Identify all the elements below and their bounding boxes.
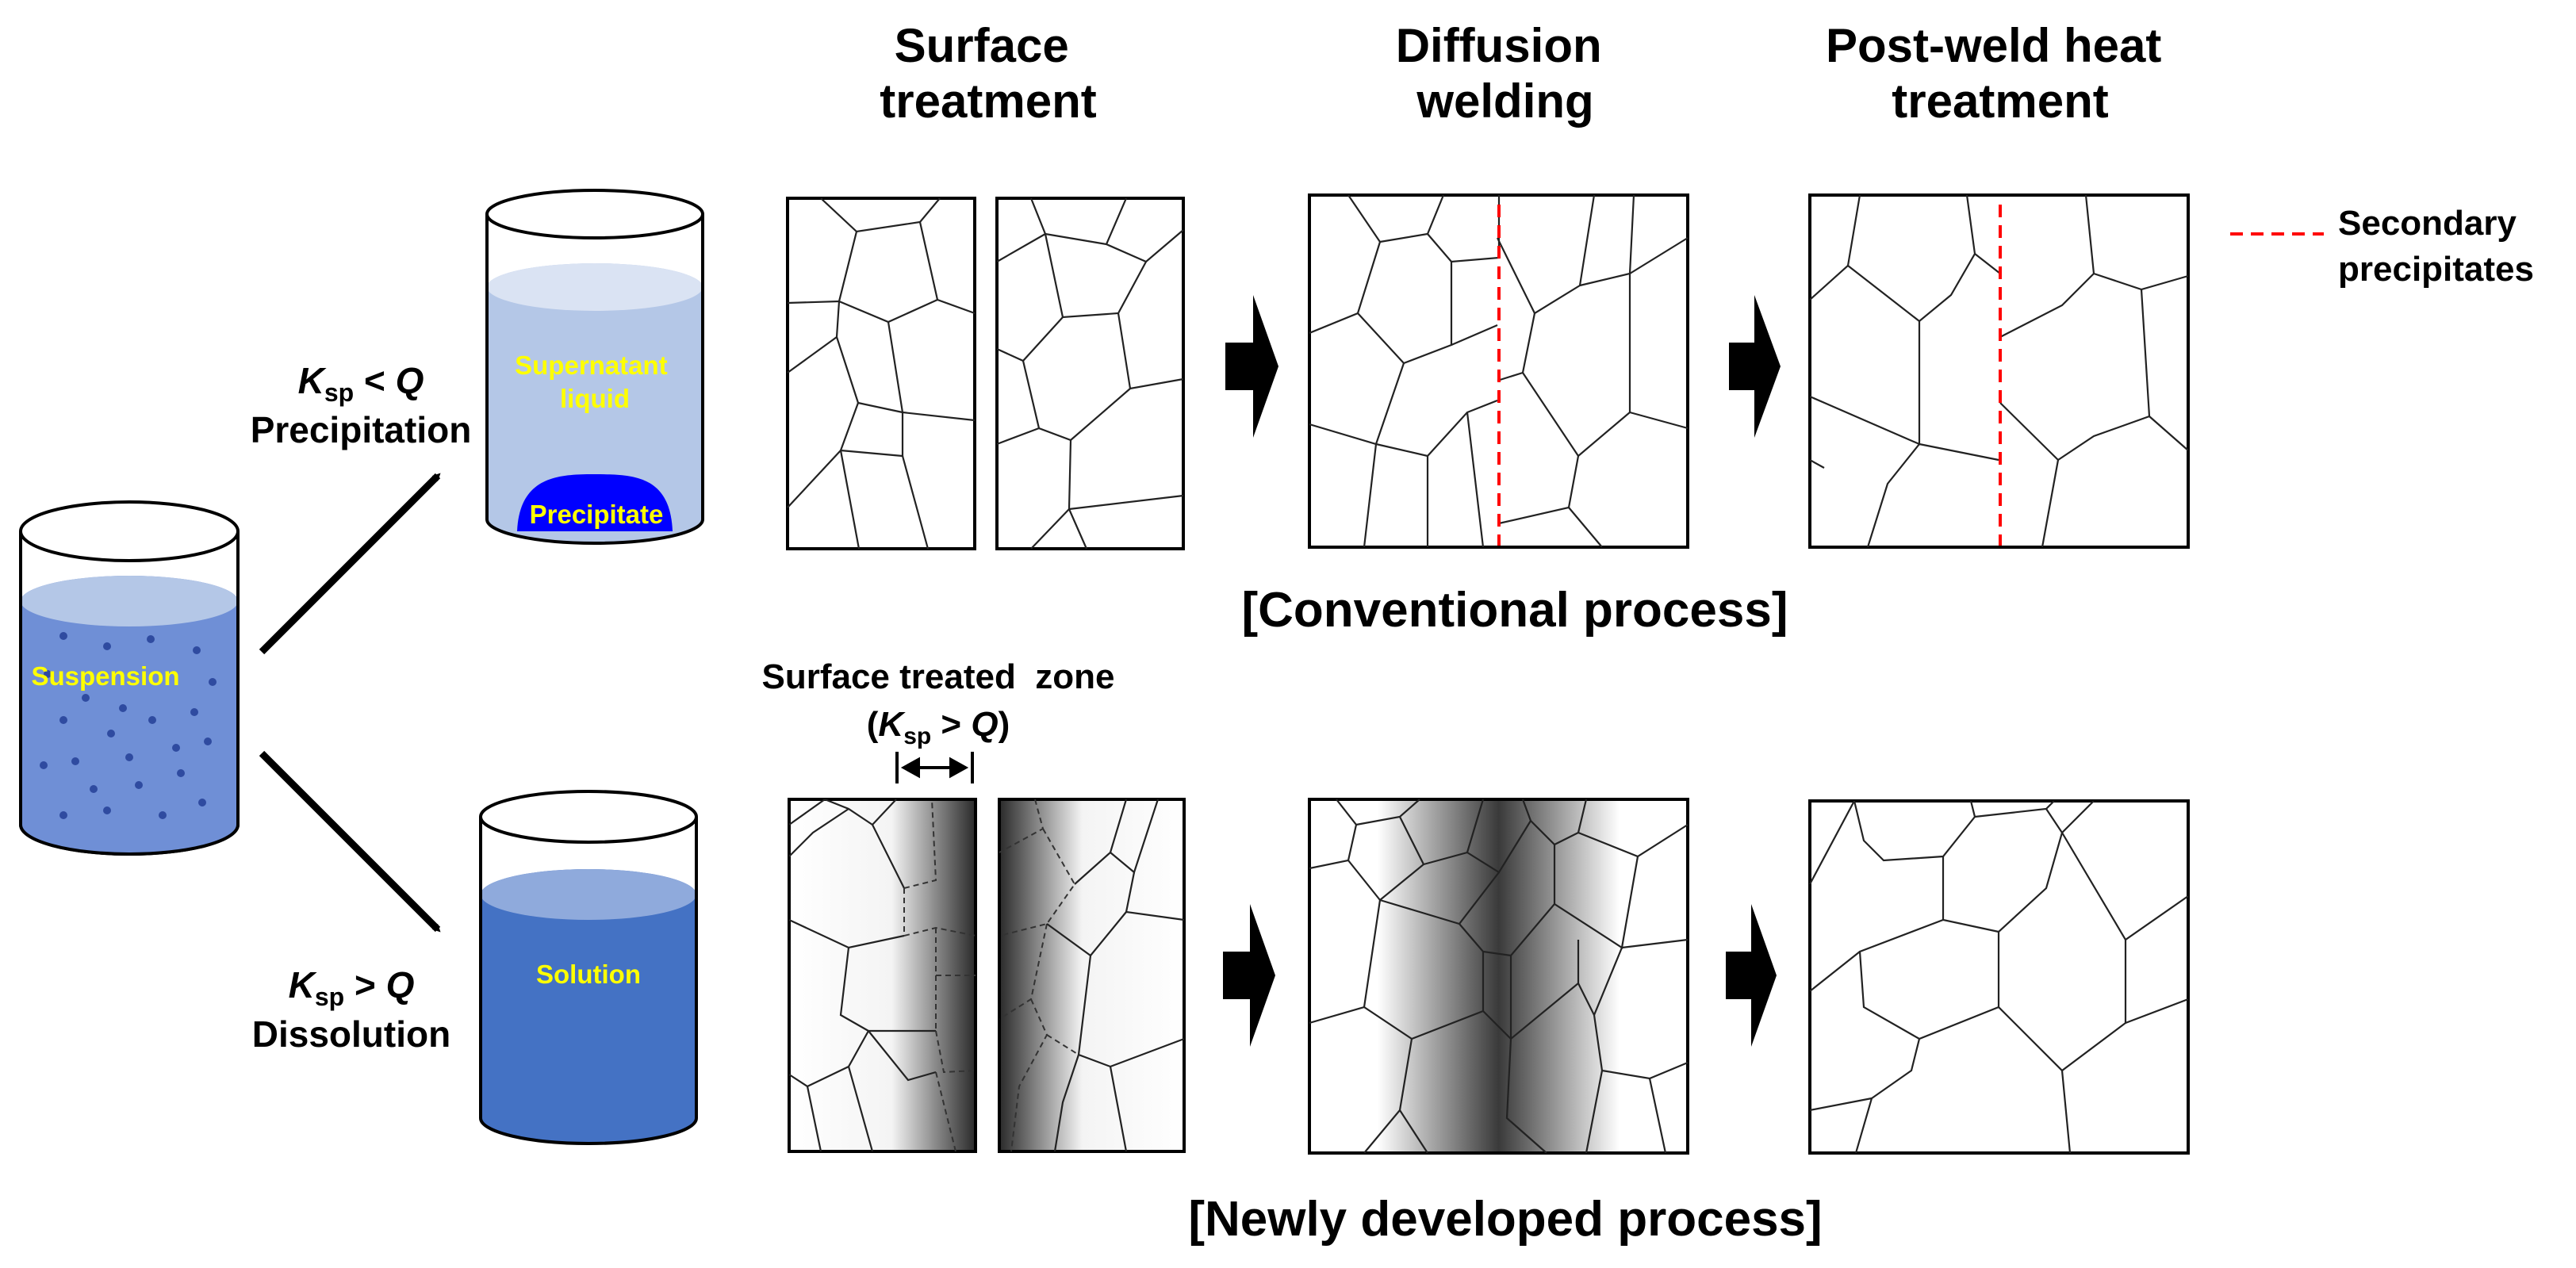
grain-boundaries (1809, 194, 2189, 548)
conventional-welding-panel (1308, 193, 1689, 549)
legend-label-line2: precipitates (2338, 250, 2534, 289)
precipitation-beaker: Supernatant liquid Precipitate (485, 189, 704, 545)
header-post-weld-heat-treatment: Post-weld heat treatment (1826, 19, 2175, 128)
arrow-to-precipitation (259, 473, 441, 655)
svg-text:Ksp > Q: Ksp > Q (289, 964, 415, 1011)
grain-boundaries-in-zone (999, 799, 1079, 1152)
supernatant-label: Supernatant liquid (515, 351, 675, 413)
conventional-pwht-panel (1808, 193, 2190, 549)
caption-newly-developed-process: [Newly developed process] (1188, 1192, 1822, 1247)
zone-width-indicator (895, 752, 974, 783)
grain-boundaries (1309, 799, 1689, 1154)
new-arrow-2 (1726, 904, 1777, 1047)
new-surface-right-panel (998, 798, 1186, 1153)
surface-zone-condition: (Ksp > Q) (867, 705, 1010, 749)
suspended-particles (40, 632, 217, 819)
new-surface-left-panel (788, 798, 977, 1153)
grain-boundaries (1046, 799, 1185, 1152)
new-pwht-panel (1808, 799, 2190, 1155)
caption-conventional-process: [Conventional process] (1242, 583, 1788, 638)
precipitation-label: Precipitation (251, 409, 472, 450)
precipitate-mound (517, 474, 673, 531)
grain-boundaries (787, 197, 976, 550)
grain-boundaries (1809, 800, 2189, 1154)
solution-label: Solution (536, 960, 641, 989)
suspension-label: Suspension (31, 661, 179, 691)
new-arrow-1 (1223, 904, 1275, 1047)
header-surface-treatment: Surface treatment (880, 19, 1096, 128)
surface-treated-zone-annotation: Surface treated zone (Ksp > Q) (761, 657, 1115, 783)
grain-boundaries (996, 197, 1184, 550)
legend-secondary-precipitates: Secondary precipitates (2230, 204, 2534, 289)
legend-label-line1: Secondary (2338, 204, 2517, 243)
condition-precipitation: Ksp < Q Precipitation (251, 360, 472, 450)
new-welding-panel (1308, 798, 1689, 1155)
svg-text:Secondary precipitates: Secondary precipitates (2338, 204, 2534, 289)
precipitate-label: Precipitate (530, 500, 664, 529)
dissolution-label: Dissolution (252, 1013, 450, 1055)
conventional-surface-left-panel (786, 197, 976, 550)
conventional-arrow-2 (1729, 295, 1781, 438)
solution-beaker: Solution (479, 790, 698, 1145)
condition-dissolution: Ksp > Q Dissolution (252, 964, 450, 1055)
suspension-beaker: Suspension (19, 500, 240, 856)
svg-text:Ksp < Q: Ksp < Q (298, 360, 424, 407)
conventional-surface-right-panel (995, 197, 1185, 550)
grain-boundaries (788, 798, 937, 1152)
conventional-arrow-1 (1225, 295, 1278, 438)
surface-treated-zone-label: Surface treated zone (761, 657, 1114, 696)
grain-boundaries (1309, 194, 1689, 548)
header-diffusion-welding: Diffusion welding (1396, 19, 1616, 128)
k-symbol: K (298, 360, 327, 401)
arrow-to-dissolution (259, 750, 441, 933)
grain-boundaries-in-zone (903, 799, 976, 1152)
